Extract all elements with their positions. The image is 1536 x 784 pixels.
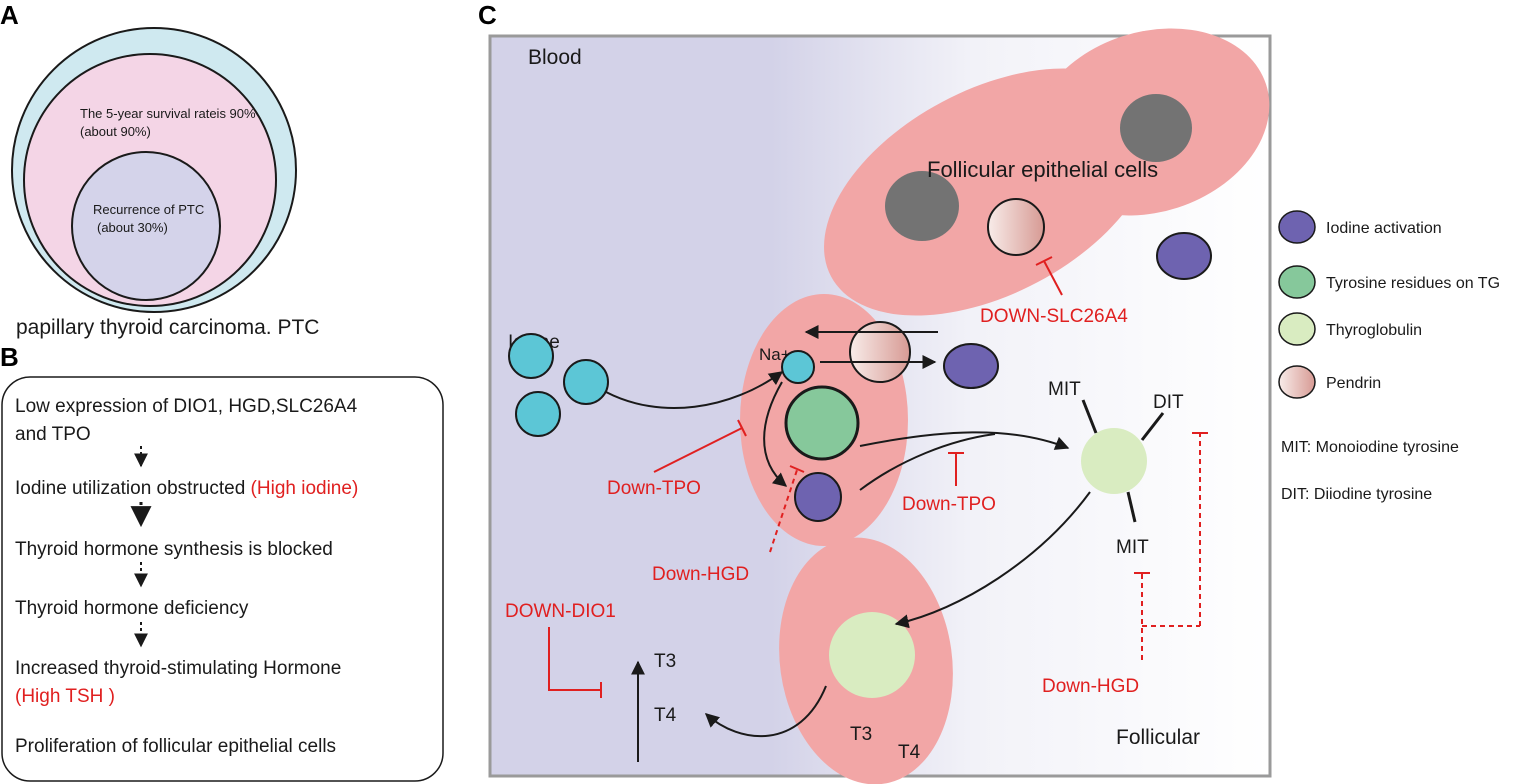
abbrev-mit: MIT: Monoiodine tyrosine (1281, 439, 1459, 456)
nucleus-1 (885, 171, 959, 241)
tpo-right-label: Down-TPO (902, 494, 996, 515)
step-1-line1: Low expression of DIO1, HGD,SLC26A4 (15, 396, 358, 417)
survival-label-line1: The 5-year survival rateis 90% (80, 106, 256, 121)
thyroglobulin-cell (829, 612, 915, 698)
legend-iodine-activation: Iodine activation (1326, 220, 1442, 237)
slc26a4-inhibit-bar (1035, 256, 1053, 266)
recurrence-label-line1: Recurrence of PTC (93, 202, 204, 217)
step-6: Proliferation of follicular epithelial c… (15, 736, 336, 757)
panel-c-letter: C (478, 0, 497, 30)
hgd-left-label: Down-HGD (652, 564, 749, 585)
nucleus-2 (1120, 94, 1192, 162)
high-tsh-highlight: (High TSH ) (15, 686, 115, 707)
abbrev-dit: DIT: Diiodine tyrosine (1281, 486, 1432, 503)
iodine-in-cell (781, 350, 815, 384)
panel-b-letter: B (0, 342, 19, 372)
survival-label-line2: (about 90%) (80, 124, 151, 139)
legend-thyroglobulin: Thyroglobulin (1326, 322, 1422, 339)
legend: Iodine activation Tyrosine residues on T… (1278, 210, 1500, 503)
tpo-left-label: Down-TPO (607, 478, 701, 499)
legend-swatch-iodine-activation (1278, 210, 1316, 244)
step-3: Thyroid hormone synthesis is blocked (15, 539, 333, 560)
uptake-arrow (605, 371, 784, 409)
iodine-molecule-2 (563, 359, 609, 405)
iodine-activation-low (794, 472, 842, 522)
t3-cell-label: T3 (850, 724, 872, 745)
panel-a-letter: A (0, 0, 19, 30)
iodine-molecule-3 (515, 391, 561, 437)
panel-b: B Low expression of DIO1, HGD,SLC26A4 an… (0, 342, 444, 782)
dit-label: DIT (1153, 392, 1184, 413)
legend-tyrosine: Tyrosine residues on TG (1326, 275, 1500, 292)
t3-left-label: T3 (654, 651, 676, 672)
mit-bottom-label: MIT (1116, 537, 1149, 558)
t4-left-label: T4 (654, 705, 677, 726)
step-4: Thyroid hormone deficiency (15, 598, 249, 619)
legend-pendrin: Pendrin (1326, 375, 1381, 392)
pendrin-transporter (849, 321, 911, 383)
inner-circle-recurrence (71, 151, 221, 301)
panel-b-box (1, 376, 444, 782)
follicular-label: Follicular (1116, 726, 1200, 749)
slc26a4-inhibit-line (1043, 260, 1063, 296)
pendrin-top (987, 198, 1045, 256)
hgd-left-inhibit-bar (789, 465, 805, 473)
tpo-left-inhibit-line (653, 427, 743, 473)
high-iodine-highlight: (High iodine) (251, 478, 359, 499)
tyrosine-to-tg-arrow (859, 431, 1070, 450)
activation-to-tg-line (859, 433, 996, 491)
step-1-line2: and TPO (15, 424, 91, 445)
dit-stalk (1140, 412, 1165, 441)
mit-top-stalk (1081, 399, 1098, 434)
step-2: Iodine utilization obstructed (High iodi… (15, 478, 358, 499)
tpo-left-inhibit-bar (737, 419, 747, 437)
recurrence-label-line2: (about 30%) (97, 220, 168, 235)
legend-swatch-pendrin (1278, 365, 1316, 399)
thyroglobulin-follicular (1081, 428, 1147, 494)
tyrosine-residue (784, 385, 860, 461)
mit-bottom-stalk (1126, 491, 1137, 523)
step-5: Increased thyroid-stimulating Hormone (15, 658, 341, 679)
slc26a4-label: DOWN-SLC26A4 (980, 306, 1128, 327)
activation-arrow (763, 381, 788, 487)
iodine-molecule-1 (508, 333, 554, 379)
t4-cell-label: T4 (898, 742, 921, 763)
iodine-activation-top (1156, 232, 1212, 280)
ptc-label: papillary thyroid carcinoma. PTC (16, 316, 319, 339)
panel-a: A The 5-year survival rateis 90% (about … (0, 0, 319, 339)
iodine-activation-mid (943, 343, 999, 389)
tg-to-cell-arrow (894, 491, 1091, 629)
dio1-inhibit-line (548, 627, 600, 691)
follicular-cells-label: Follicular epithelial cells (927, 157, 1158, 182)
na-label: Na+ (759, 345, 791, 364)
release-arrow (704, 685, 827, 738)
dio1-label: DOWN-DIO1 (505, 601, 616, 622)
panel-c: C Blood Follicular epithelial cells DOWN… (478, 0, 1272, 784)
legend-swatch-tyrosine (1278, 265, 1316, 299)
legend-swatch-thyroglobulin (1278, 312, 1316, 346)
mit-top-label: MIT (1048, 379, 1081, 400)
blood-label: Blood (528, 46, 582, 69)
hgd-right-label: Down-HGD (1042, 676, 1139, 697)
